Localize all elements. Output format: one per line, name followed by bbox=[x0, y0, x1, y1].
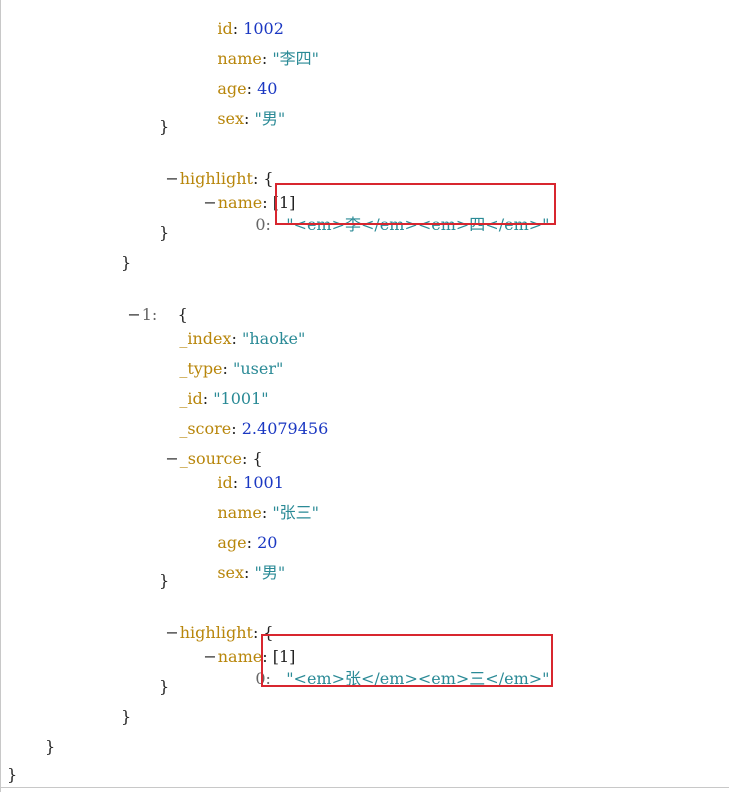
json-key: _index bbox=[179, 329, 232, 348]
json-key: highlight bbox=[179, 169, 253, 188]
collapse-toggle[interactable]: − bbox=[165, 169, 179, 188]
source-age-row: age: 20 bbox=[217, 533, 278, 552]
json-key: highlight bbox=[179, 623, 253, 642]
source-name-row: name: "李四" bbox=[217, 49, 320, 68]
json-number: 1002 bbox=[243, 19, 284, 38]
hit-row: −1: { bbox=[127, 305, 188, 324]
json-number: 2.4079456 bbox=[241, 419, 329, 438]
json-string: "haoke" bbox=[241, 329, 306, 348]
collapse-toggle[interactable]: − bbox=[165, 623, 179, 642]
json-key: _type bbox=[179, 359, 223, 378]
highlight-name-row: −name: [1] bbox=[203, 193, 296, 212]
meta-index-row: _index: "haoke" bbox=[179, 329, 306, 348]
collapse-toggle[interactable]: − bbox=[127, 305, 141, 324]
collapse-toggle[interactable]: − bbox=[165, 449, 179, 468]
array-index: 0: bbox=[255, 215, 271, 234]
json-string: "user" bbox=[233, 359, 284, 378]
source-name-row: name: "张三" bbox=[217, 503, 320, 522]
json-key: id bbox=[217, 473, 233, 492]
highlight-value: "<em>张</em><em>三</em>" bbox=[286, 669, 550, 688]
meta-score-row: _score: 2.4079456 bbox=[179, 419, 329, 438]
collapse-toggle[interactable]: − bbox=[203, 193, 217, 212]
close-brace: } bbox=[159, 677, 170, 696]
json-string: "张三" bbox=[272, 503, 320, 522]
meta-type-row: _type: "user" bbox=[179, 359, 284, 378]
array-index: 1: bbox=[141, 305, 158, 324]
json-key: name bbox=[217, 49, 262, 68]
array-count: [1] bbox=[272, 193, 296, 212]
collapse-toggle[interactable]: − bbox=[203, 647, 217, 666]
source-sex-row: sex: "男" bbox=[217, 109, 286, 128]
highlight-row: −highlight: { bbox=[165, 623, 274, 642]
json-key: _id bbox=[179, 389, 203, 408]
json-string: "男" bbox=[254, 109, 286, 128]
json-key: age bbox=[217, 79, 247, 98]
json-key: name bbox=[217, 193, 263, 212]
json-string: "男" bbox=[254, 563, 286, 582]
highlight-name-row: −name: [1] bbox=[203, 647, 296, 666]
json-string: "1001" bbox=[213, 389, 269, 408]
highlight-row: −highlight: { bbox=[165, 169, 274, 188]
json-key: sex bbox=[217, 109, 245, 128]
viewer-bottom-border bbox=[0, 787, 729, 788]
json-key: _score bbox=[179, 419, 232, 438]
highlight-annotation-box bbox=[275, 183, 556, 225]
json-key: name bbox=[217, 503, 262, 522]
array-count: [1] bbox=[272, 647, 296, 666]
source-row: −_source: { bbox=[165, 449, 263, 468]
source-age-row: age: 40 bbox=[217, 79, 278, 98]
close-brace: } bbox=[7, 765, 18, 784]
close-brace: } bbox=[121, 253, 132, 272]
close-brace: } bbox=[45, 737, 56, 756]
highlight-item-row: 0: "<em>张</em><em>三</em>" bbox=[235, 646, 549, 688]
json-number: 40 bbox=[257, 79, 278, 98]
json-number: 20 bbox=[257, 533, 278, 552]
json-key: sex bbox=[217, 563, 245, 582]
close-brace: } bbox=[159, 117, 170, 136]
json-key: id bbox=[217, 19, 233, 38]
close-brace: } bbox=[121, 707, 132, 726]
json-number: 1001 bbox=[243, 473, 284, 492]
json-key: _source bbox=[179, 449, 242, 468]
source-id-row: id: 1002 bbox=[217, 19, 284, 38]
source-id-row: id: 1001 bbox=[217, 473, 284, 492]
array-index: 0: bbox=[255, 669, 271, 688]
source-sex-row: sex: "男" bbox=[217, 563, 286, 582]
close-brace: } bbox=[159, 571, 170, 590]
json-key: name bbox=[217, 647, 263, 666]
meta-id-row: _id: "1001" bbox=[179, 389, 269, 408]
json-string: "李四" bbox=[272, 49, 320, 68]
highlight-annotation-box bbox=[261, 634, 553, 687]
close-brace: } bbox=[159, 223, 170, 242]
json-key: age bbox=[217, 533, 247, 552]
